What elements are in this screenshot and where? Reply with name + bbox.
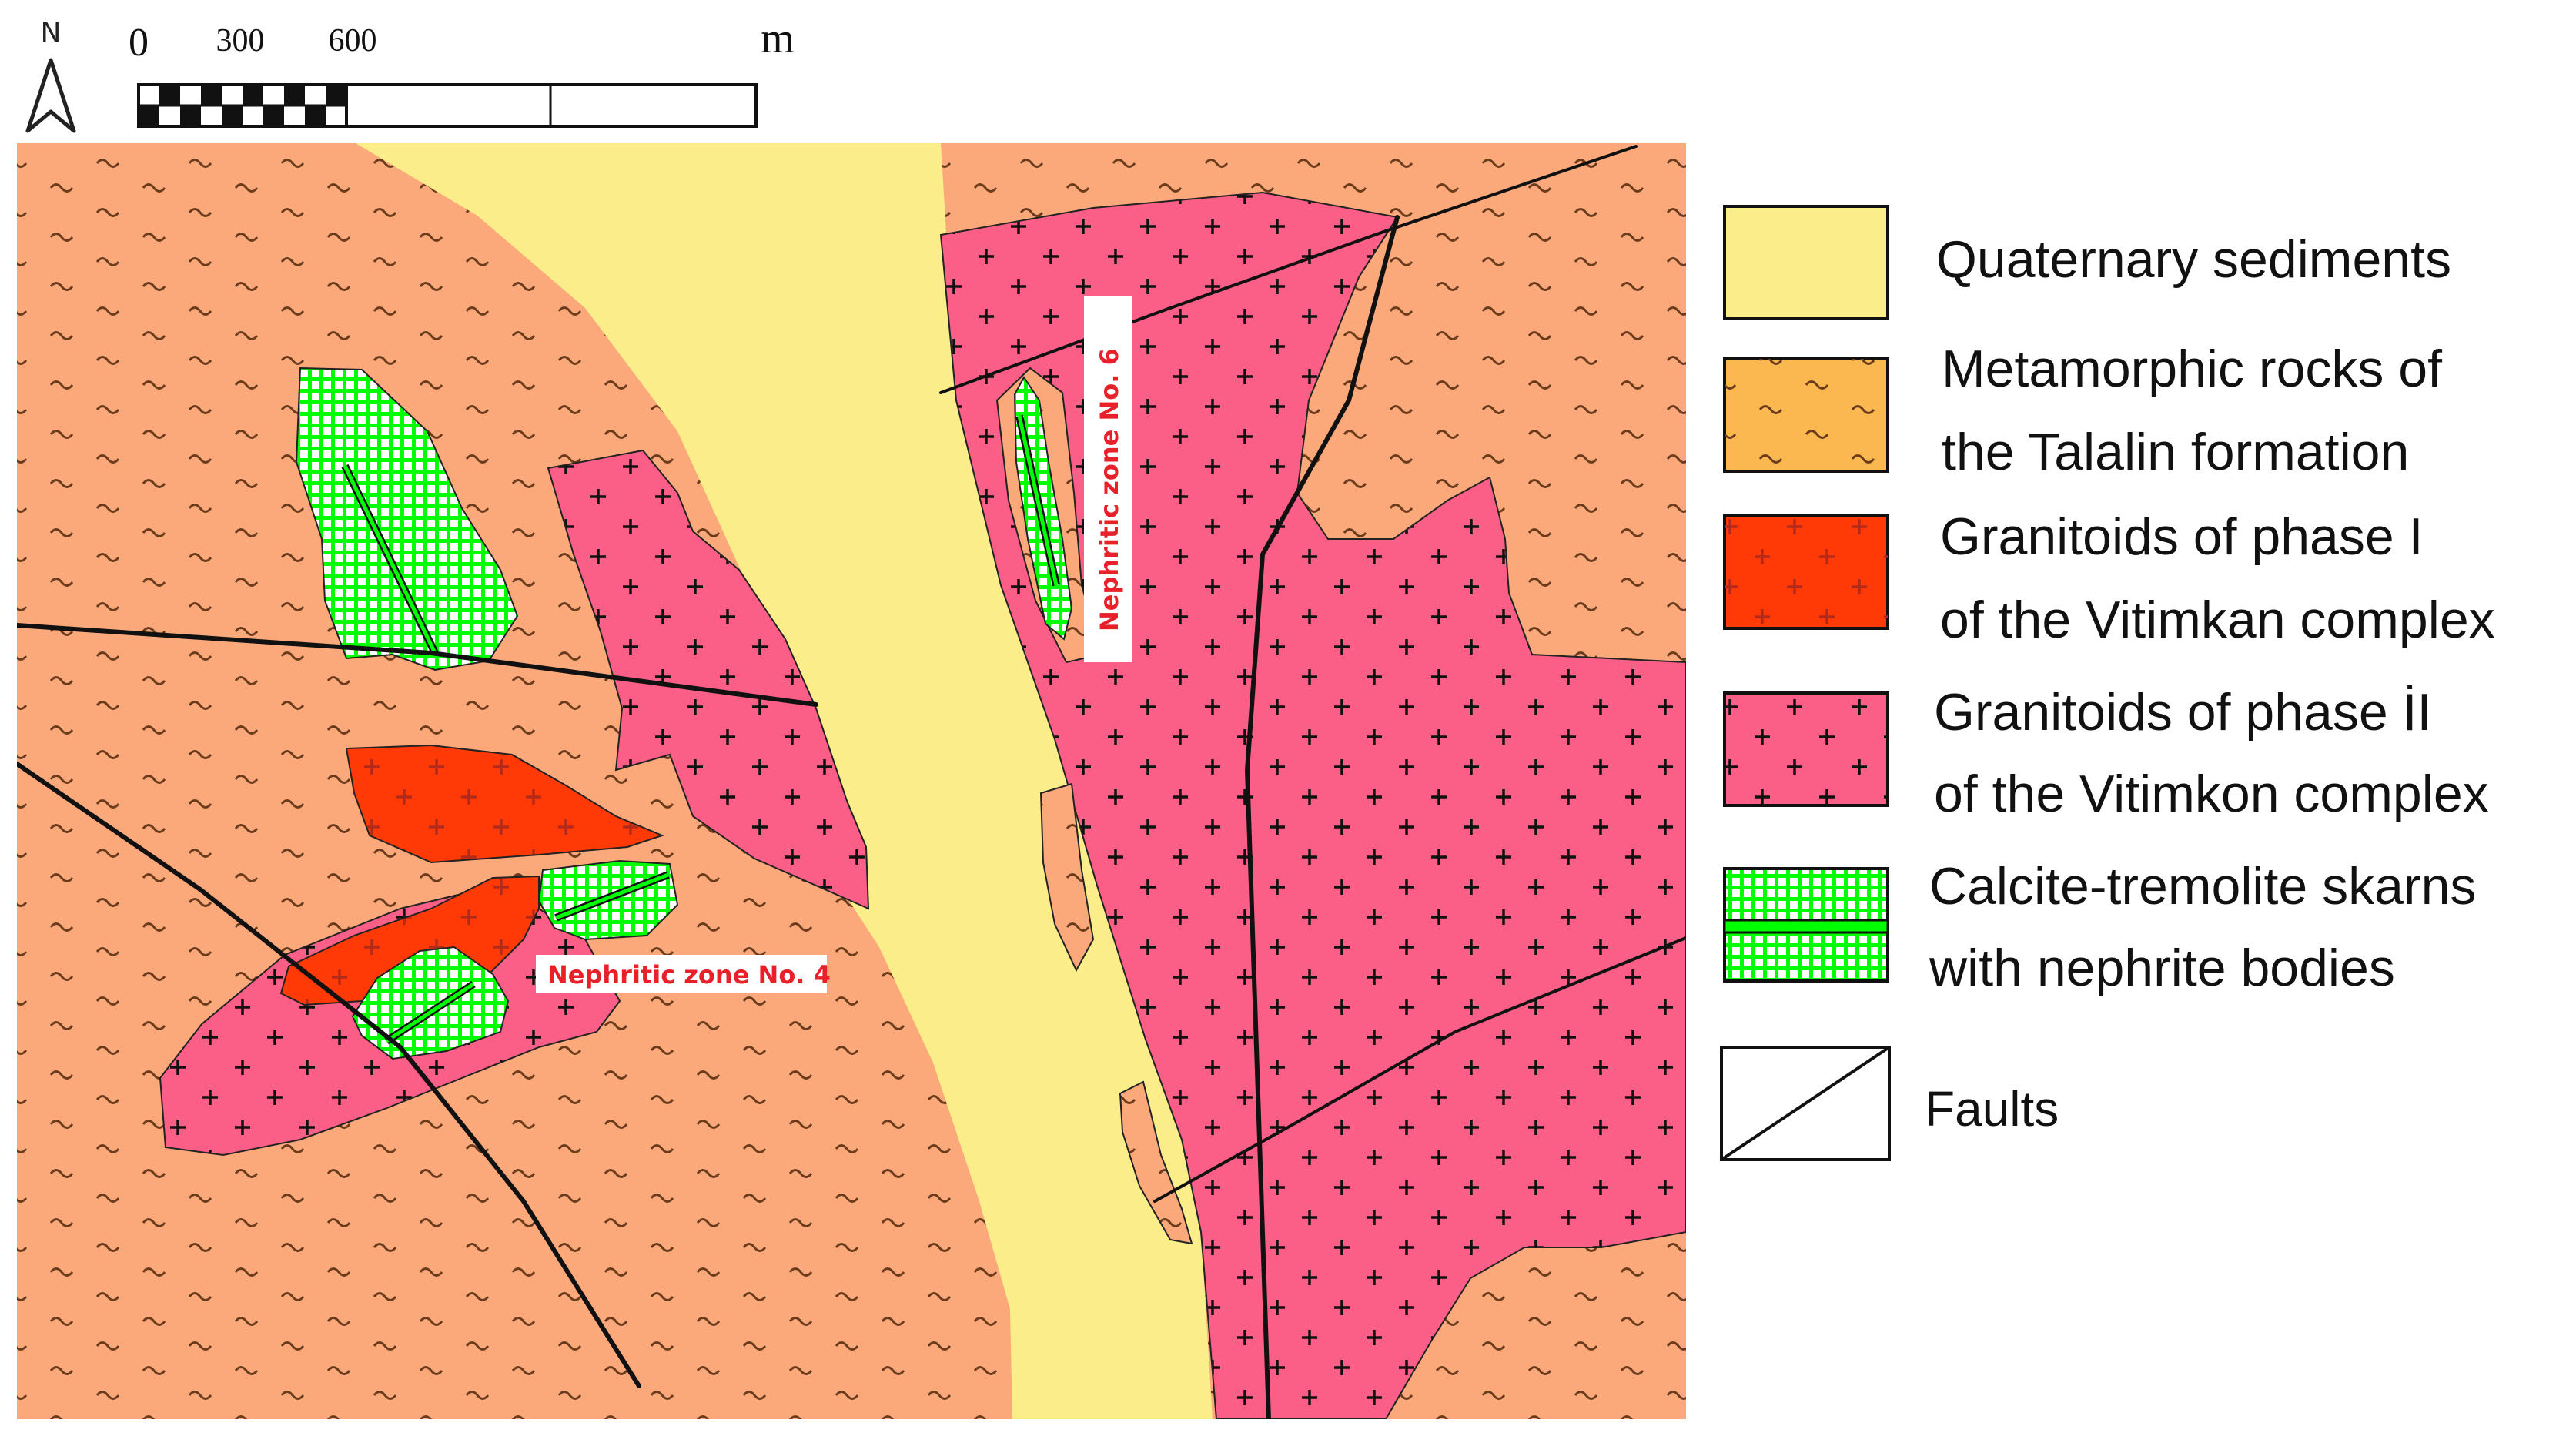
skarn-body-south (351, 946, 510, 1060)
faults (17, 145, 1686, 1419)
granitoid-phase1-upper (345, 744, 664, 864)
north-label: N (41, 17, 62, 49)
scale-tick-0: 0 (129, 21, 149, 65)
fault-west-ew (17, 623, 818, 707)
scale-block (284, 85, 305, 105)
scale-block (159, 85, 180, 105)
fault-se-ene (1153, 936, 1686, 1203)
scale-checker (139, 85, 346, 126)
legend-item-skarns: Calcite-tremolite skarns with nephrite b… (1723, 857, 2476, 997)
zone6-label-box: Nephritic zone No. 6 (1084, 296, 1132, 662)
scale-block (326, 85, 346, 105)
scale-tick-300: 300 (216, 23, 265, 59)
scale-unit: m (761, 15, 795, 62)
scale-block (201, 85, 222, 105)
legend-label-granitoids-phase1-1: Granitoids of phase I (1940, 507, 2423, 566)
legend-label-skarns-2: with nephrite bodies (1929, 939, 2395, 997)
legend-label-skarns-1: Calcite-tremolite skarns (1929, 857, 2476, 916)
scale-block (222, 105, 243, 126)
legend-label-metamorphic-2: the Talalin formation (1942, 423, 2409, 481)
legend-item-granitoids-phase1: Granitoids of phase I of the Vitimkan co… (1723, 507, 2495, 649)
north-arrow-icon (25, 58, 76, 133)
scale-block (263, 105, 284, 126)
legend-swatch-quaternary (1723, 205, 1889, 320)
scale-tick-600: 600 (329, 23, 377, 59)
legend-label-quaternary: Quaternary sediments (1936, 230, 2451, 289)
skarn-body-north (295, 367, 519, 671)
legend-label-granitoids-phase2-1: Granitoids of phase İI (1934, 683, 2431, 742)
legend-item-quaternary: Quaternary sediments (1723, 205, 2451, 320)
legend-item-faults: Faults (1720, 1046, 2059, 1161)
north-arrow: N (25, 17, 76, 133)
legend-item-granitoids-phase2: Granitoids of phase İI of the Vitimkon … (1723, 683, 2489, 823)
fault-ne-main (1244, 215, 1400, 1419)
skarn-body-east (1013, 376, 1073, 641)
legend-label-metamorphic-1: Metamorphic rocks of (1942, 340, 2442, 398)
map-frame: Nephritic zone No. 4 Nephritic zone No. … (17, 143, 1686, 1419)
zone4-label-box: Nephritic zone No. 4 (536, 955, 831, 993)
zone6-label: Nephritic zone No. 6 (1095, 348, 1124, 631)
fault-southwest (17, 762, 641, 1388)
scale-block (180, 105, 201, 126)
quaternary-sediments-area (356, 143, 1213, 1419)
scale-block (139, 105, 159, 126)
legend-label-faults: Faults (1925, 1081, 2059, 1137)
scale-bar: 0 300 600 m (129, 15, 795, 128)
scale-block (305, 105, 326, 126)
zone4-label: Nephritic zone No. 4 (547, 960, 831, 989)
scale-block (243, 85, 263, 105)
legend: Quaternary sediments Metamorphic rocks o… (1720, 205, 2495, 1161)
legend-item-metamorphic: Metamorphic rocks of the Talalin formati… (1723, 340, 2442, 481)
skarn-body-mid (537, 859, 679, 941)
granitoid-phase2-west (547, 449, 870, 910)
legend-label-granitoids-phase1-2: of the Vitimkan complex (1940, 591, 2495, 649)
fault-north-ne (939, 145, 1638, 394)
legend-label-granitoids-phase2-2: of the Vitimkon complex (1934, 765, 2489, 823)
